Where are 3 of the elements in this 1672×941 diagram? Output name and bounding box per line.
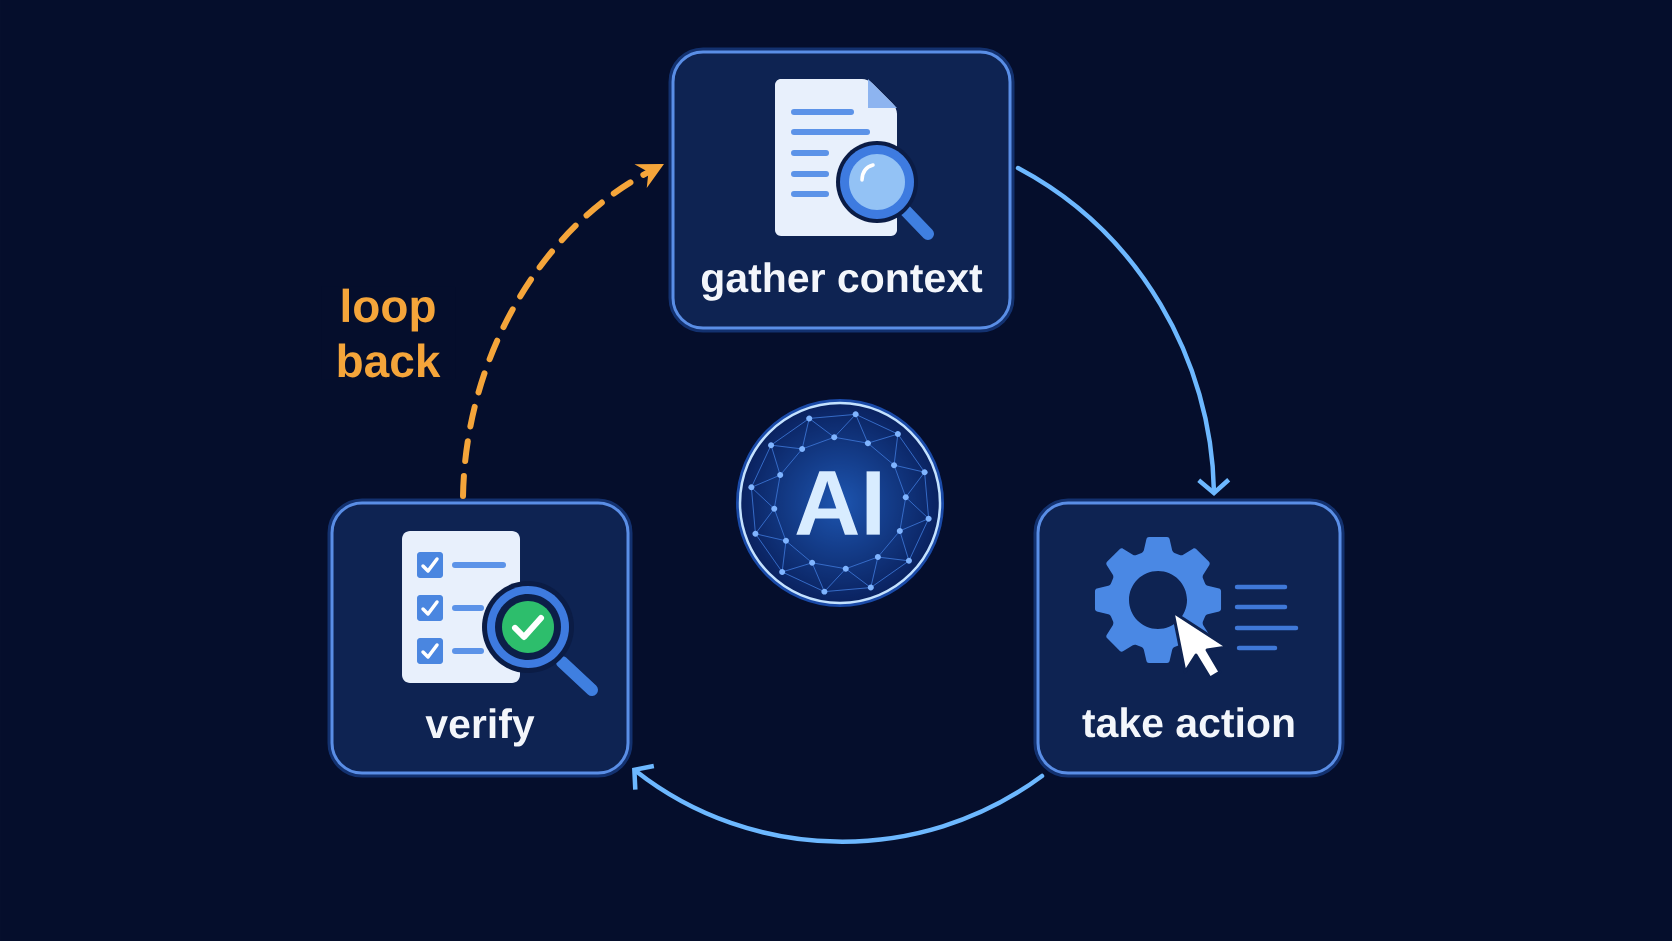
edge-label: loop back: [321, 286, 455, 380]
arrow: [632, 763, 1045, 844]
arrow: [1015, 165, 1231, 496]
